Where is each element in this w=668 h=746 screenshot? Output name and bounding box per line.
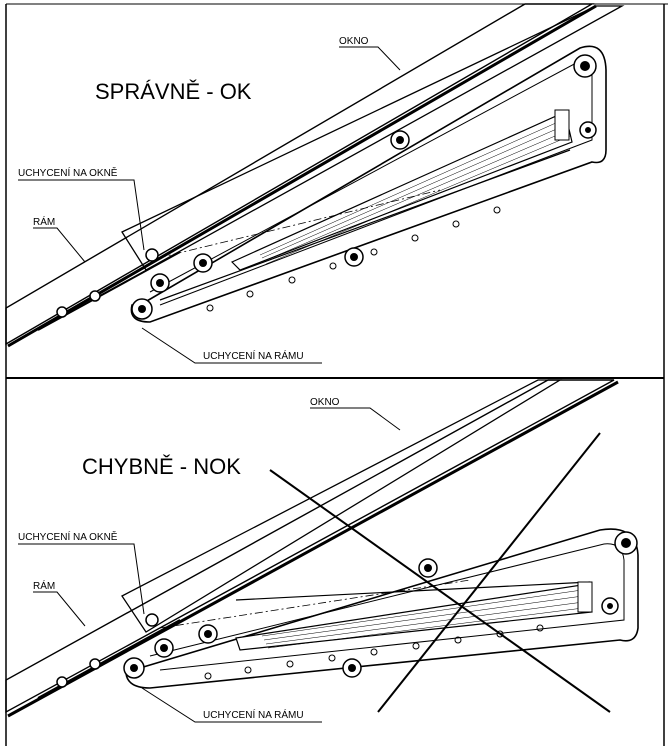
cross-out-line-2 <box>377 432 601 713</box>
label-uchyceni-na-ramu: UCHYCENÍ NA RÁMU <box>203 708 304 721</box>
leaders <box>18 46 401 364</box>
panel-title: CHYBNĚ - NOK <box>82 454 241 479</box>
label-ram: RÁM <box>33 579 55 592</box>
label-okno: OKNO <box>310 397 340 408</box>
leaders <box>18 407 401 723</box>
arm-lower-rail <box>159 149 571 301</box>
arm-upper-rail <box>235 581 591 601</box>
frame-screw-2 <box>89 290 101 302</box>
label-ram: RÁM <box>33 215 55 228</box>
spring-body <box>230 111 573 271</box>
panel-incorrect: OKNO CHYBNĚ - NOK UCHYCENÍ NA OKNĚ RÁM U… <box>5 379 639 723</box>
arm-teeth <box>206 206 501 312</box>
gas-spring <box>235 581 593 651</box>
panel-correct: OKNO SPRÁVNĚ - OK UCHYCENÍ NA OKNĚ RÁM U… <box>5 3 625 364</box>
window-sash <box>121 379 563 633</box>
window-edge <box>7 380 619 718</box>
gas-spring <box>230 109 573 271</box>
label-uchyceni-na-okne: UCHYCENÍ NA OKNĚ <box>18 530 118 543</box>
panel-title: SPRÁVNĚ - OK <box>95 79 252 104</box>
arm-outer <box>130 45 607 323</box>
hex-nuts <box>56 54 597 320</box>
label-okno: OKNO <box>339 36 369 47</box>
center-line <box>157 189 441 259</box>
cross-out-line-1 <box>269 469 611 713</box>
spring-body <box>235 583 593 651</box>
spring-end-cap <box>554 109 570 141</box>
arm-teeth <box>204 624 544 680</box>
spring-end-cap <box>577 581 593 613</box>
frame-screw-1 <box>56 306 68 318</box>
label-uchyceni-na-okne: UCHYCENÍ NA OKNĚ <box>18 166 118 179</box>
frame-screw-1 <box>56 676 68 688</box>
window-sash <box>121 5 625 271</box>
window-edge <box>7 4 597 348</box>
frame-screw-2 <box>89 658 101 670</box>
label-uchyceni-na-ramu: UCHYCENÍ NA RÁMU <box>203 349 304 362</box>
window-bracket-nut <box>145 248 159 262</box>
frame-profile <box>5 3 595 346</box>
center-line <box>159 579 471 629</box>
window-bracket-nut <box>145 613 159 627</box>
hex-nuts <box>56 531 638 688</box>
